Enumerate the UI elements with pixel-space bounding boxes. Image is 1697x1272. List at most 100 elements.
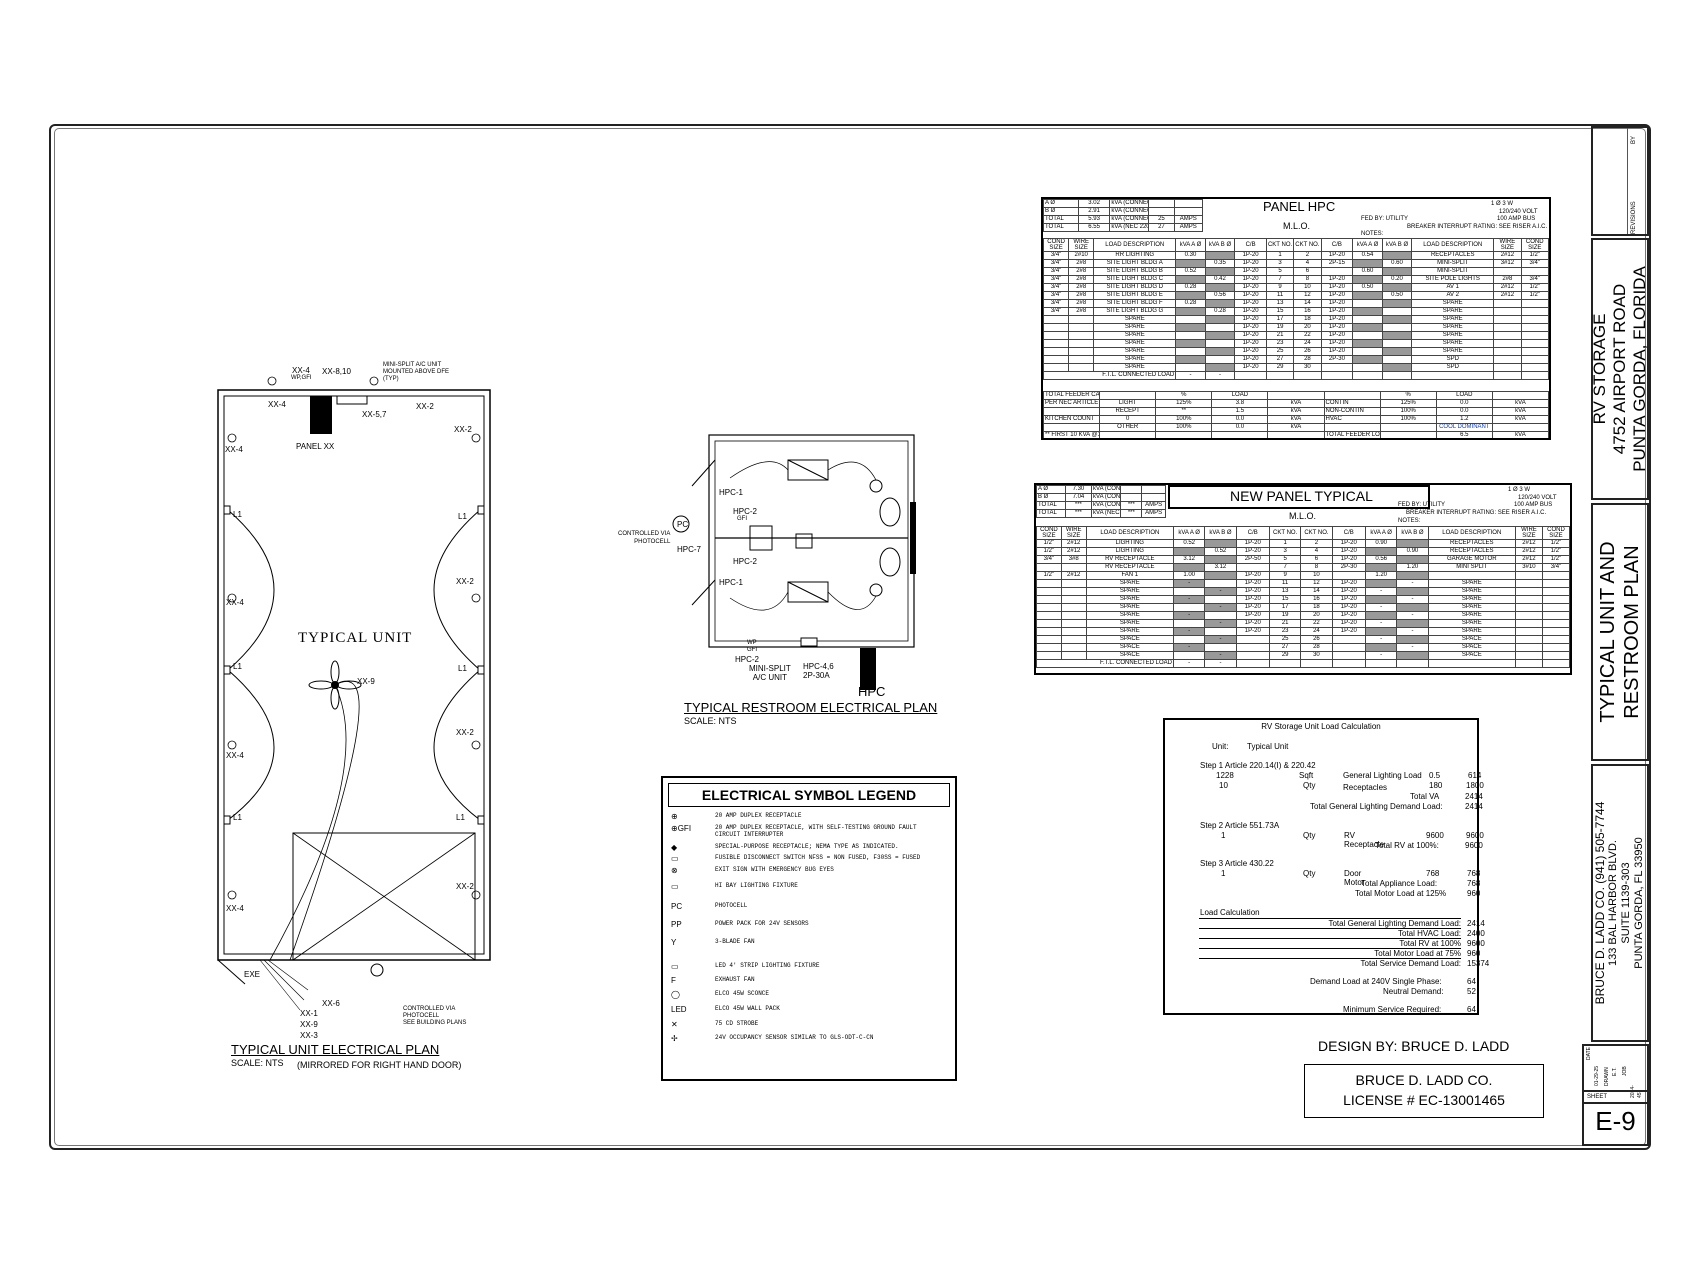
feeder-cell: 100% <box>1155 415 1213 424</box>
panel-cell: 4 <box>1293 259 1322 268</box>
column-header: CKT NO. <box>1300 526 1333 540</box>
panel-cell: 3#10 <box>1514 563 1543 572</box>
legend-item-label: POWER PACK FOR 24V SENSORS <box>715 920 809 927</box>
panel-cell <box>1352 307 1383 316</box>
company-info: BRUCE D. LADD CO. (941) 505-7744 133 BAL… <box>1593 801 1645 1005</box>
hdr-phase-label: B Ø <box>1043 207 1079 216</box>
panel-cell: 0.90 <box>1396 547 1429 556</box>
lc-summary-value: 15374 <box>1467 959 1490 968</box>
panel-cell: 19 <box>1269 611 1302 620</box>
typ-mlo: M.L.O. <box>1289 511 1317 521</box>
panel-cell: MINI-SPLIT <box>1411 259 1495 268</box>
panel-cell: 1P-20 <box>1234 363 1267 372</box>
panel-cell: 2#8 <box>1068 307 1095 316</box>
panel-cell <box>1068 355 1095 364</box>
ftl-cell <box>1493 371 1522 380</box>
sheet-number-box: SHEET E-9 <box>1582 1090 1649 1146</box>
feeder-cell: KITCHEN COUNT <box>1043 415 1101 424</box>
panel-cell: 0.30 <box>1175 251 1206 260</box>
panel-cell: 3/4" <box>1043 251 1070 260</box>
panel-cell: - <box>1204 619 1237 628</box>
ftl-cell <box>1320 371 1354 380</box>
panel-cell: SPARE <box>1093 355 1177 364</box>
hpc-notes: NOTES: <box>1361 231 1384 237</box>
drawn-label: DRAWN <box>1604 1067 1610 1086</box>
panel-cell: 1 <box>1265 251 1295 260</box>
column-header: LOAD DESCRIPTION <box>1411 238 1495 252</box>
column-header: kVA B Ø <box>1381 238 1413 252</box>
tag-xx4-b: XX-4 <box>226 598 244 607</box>
panel-cell <box>1043 347 1070 356</box>
legend-item-label: PHOTOCELL <box>715 902 748 909</box>
feeder-cell: LOAD <box>1435 391 1493 400</box>
panel-cell <box>1514 635 1543 644</box>
feeder-cell: kVA <box>1267 399 1325 408</box>
panel-cell: 1P-20 <box>1235 595 1271 604</box>
panel-cell: 1P-20 <box>1320 347 1354 356</box>
ftl-cell <box>1235 659 1271 668</box>
tag-l1-f: L1 <box>456 813 465 822</box>
ftl-cell <box>1427 659 1516 668</box>
panel-cell <box>1175 339 1206 348</box>
panel-cell <box>1352 347 1383 356</box>
lc-summary-row: Total Service Demand Load: 15374 <box>1199 958 1489 969</box>
rr-hpc2a: HPC-2 <box>733 507 758 516</box>
legend-symbol-icon: ⊕GFI <box>671 824 692 833</box>
panel-cell: AV 1 <box>1411 283 1495 292</box>
panel-cell <box>1175 307 1206 316</box>
panel-cell <box>1043 355 1070 364</box>
panel-cell <box>1514 651 1543 660</box>
panel-cell: 1/2" <box>1541 555 1570 564</box>
feeder-cell: 0.0 <box>1211 415 1269 424</box>
lc-summary-label: Total Service Demand Load: <box>1360 959 1462 968</box>
panel-cell <box>1235 651 1271 660</box>
hpc-phase: 1 Ø 3 W <box>1491 201 1514 207</box>
hdr-phase-label: B Ø <box>1036 493 1066 502</box>
panel-cell <box>1060 651 1087 660</box>
ftl-cell <box>1300 659 1333 668</box>
panel-cell <box>1493 323 1522 332</box>
legend-title: ELECTRICAL SYMBOL LEGEND <box>668 783 950 807</box>
lc-load-label: Load Calculation <box>1200 908 1260 917</box>
panel-cell <box>1320 267 1354 276</box>
panel-cell <box>1068 323 1095 332</box>
hdr-kva-label: kVA (CONNECTED) <box>1091 485 1122 494</box>
date-value: 01-29-25 <box>1594 1065 1600 1086</box>
panel-cell: 1P-20 <box>1331 619 1367 628</box>
panel-cell <box>1204 299 1236 308</box>
column-header: WIRE SIZE <box>1068 238 1095 252</box>
legend-symbol-icon: PP <box>671 920 682 929</box>
panel-cell: 1/2" <box>1520 251 1549 260</box>
l1-fixture <box>223 505 231 515</box>
panel-cell: 0.28 <box>1175 283 1206 292</box>
panel-cell <box>1396 635 1429 644</box>
panel-cell: SPARE <box>1427 603 1516 612</box>
license-box: BRUCE D. LADD CO. LICENSE # EC-13001465 <box>1304 1064 1544 1118</box>
panel-cell <box>1493 315 1522 324</box>
ftl-cell <box>1381 371 1413 380</box>
panel-cell: 3/4" <box>1043 291 1070 300</box>
panel-cell: - <box>1396 595 1429 604</box>
tag-xx9b: XX-9 <box>300 1020 318 1029</box>
panel-cell <box>1036 611 1062 620</box>
lighting-wire <box>227 669 275 821</box>
hpc-bir: BREAKER INTERRUPT RATING: SEE RISER A.I.… <box>1407 224 1548 230</box>
lc-min: 64 <box>1467 1005 1476 1014</box>
panel-cell <box>1493 355 1522 364</box>
panel-cell <box>1541 651 1570 660</box>
panel-cell: 1P-20 <box>1234 339 1267 348</box>
panel-cell <box>1060 627 1087 636</box>
panel-cell: - <box>1365 651 1398 660</box>
panel-cell: 2 <box>1293 251 1322 260</box>
panel-cell: SPARE <box>1085 611 1175 620</box>
design-by: DESIGN BY: BRUCE D. LADD <box>1318 1038 1510 1054</box>
panel-cell: 1/2" <box>1036 571 1062 580</box>
unit-inner-wall <box>223 395 485 955</box>
panel-cell: 1/2" <box>1520 291 1549 300</box>
lc-unit-value: Typical Unit <box>1247 742 1289 751</box>
